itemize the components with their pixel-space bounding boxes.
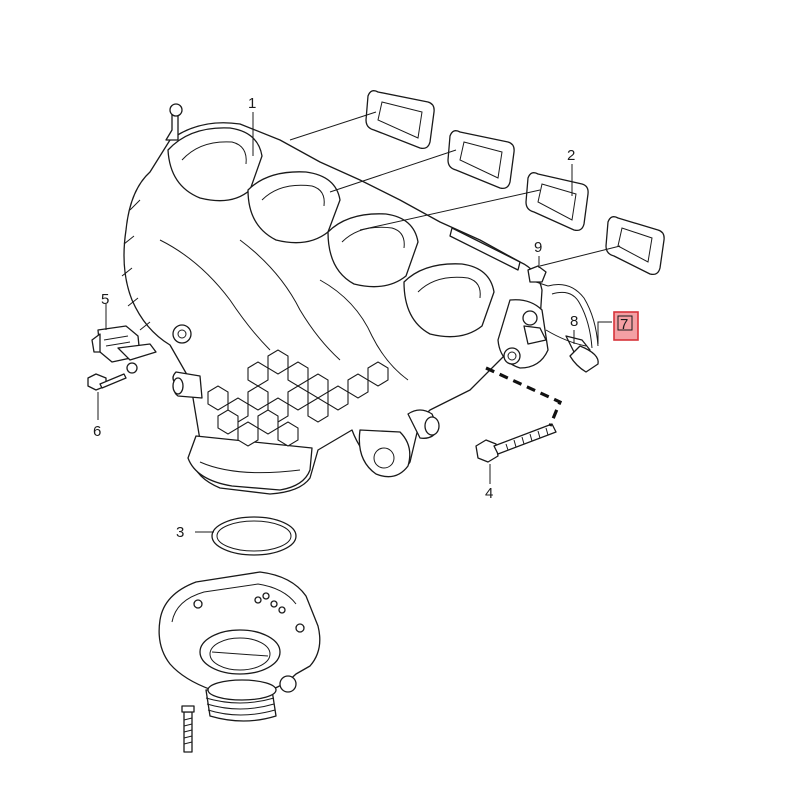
callout-2: 2 [567, 147, 575, 164]
callout-7: 7 [620, 316, 628, 333]
throttle-body-bolt [181, 705, 195, 753]
callout-3: 3 [176, 524, 184, 541]
pressure-sensor-pipe [527, 265, 549, 287]
sensor-bolt [87, 373, 127, 391]
gasket-1 [365, 90, 435, 150]
vacuum-hose-assembly [523, 284, 599, 373]
callout-6: 6 [93, 423, 101, 440]
callout-5: 5 [101, 291, 109, 308]
callout-4: 4 [485, 485, 493, 502]
throttle-body [158, 571, 321, 722]
manifold-bolt [475, 423, 557, 463]
leader-lines [97, 111, 621, 533]
gasket-3 [525, 172, 589, 232]
map-sensor [91, 325, 157, 374]
throttle-o-ring [211, 516, 297, 556]
manifold-gaskets [365, 90, 665, 276]
gasket-4 [605, 216, 665, 276]
callout-8: 8 [570, 313, 578, 330]
callout-7-inner-box [617, 315, 633, 331]
manifold-honeycomb-ribs [207, 349, 389, 447]
callout-1: 1 [248, 95, 256, 112]
gasket-2 [447, 130, 515, 190]
callout-9: 9 [534, 239, 542, 256]
bolt-path-dashed-line [485, 366, 563, 427]
